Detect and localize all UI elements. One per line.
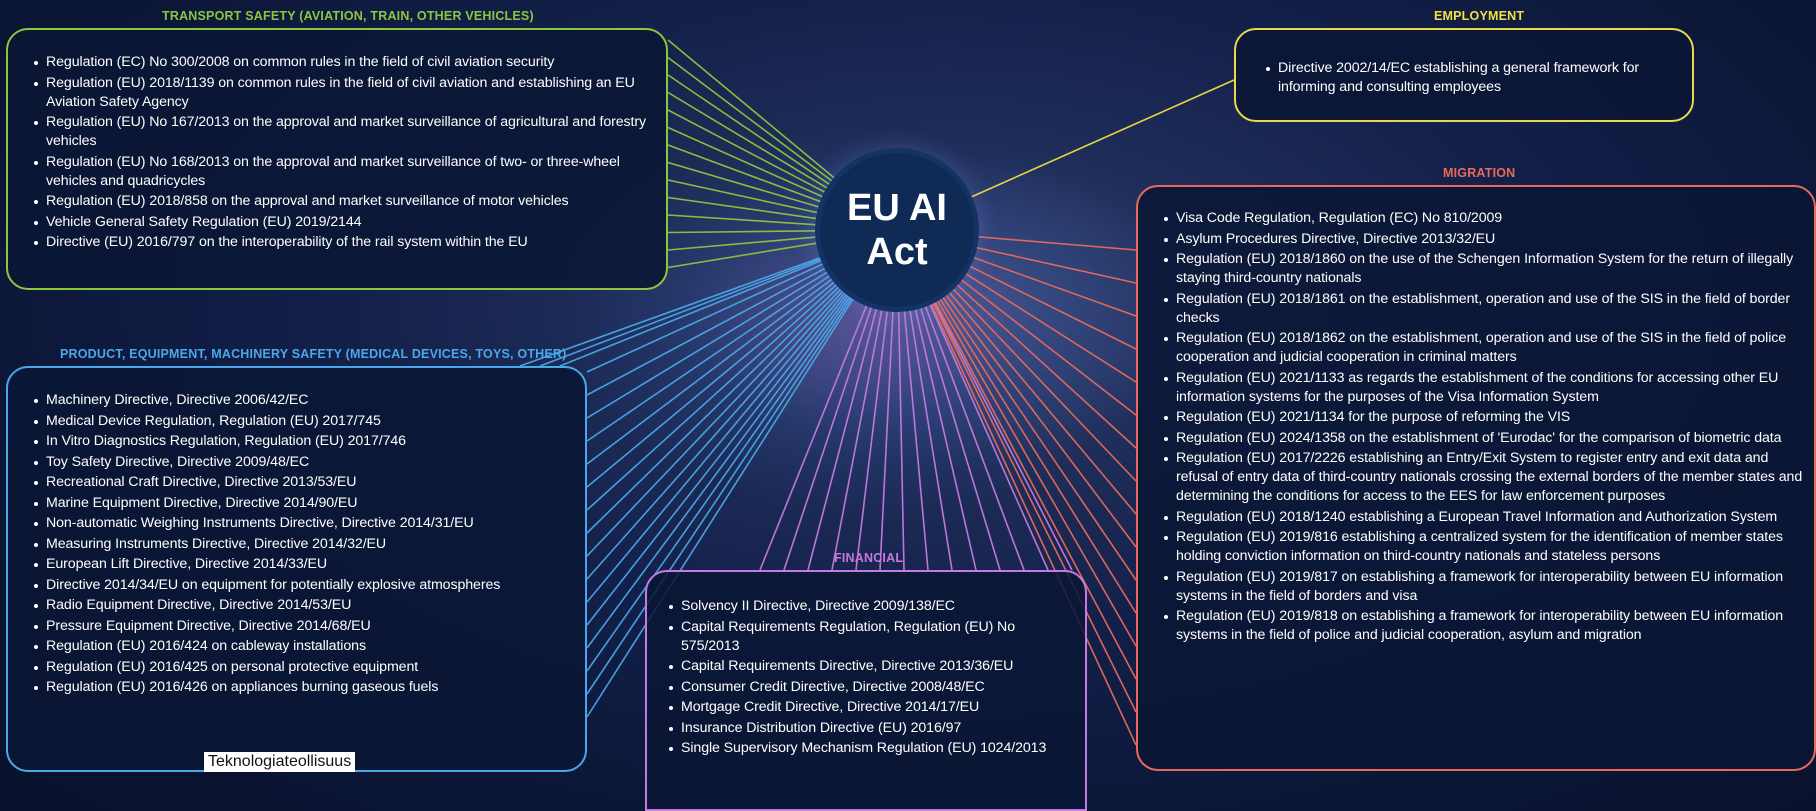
list-item: Single Supervisory Mechanism Regulation … xyxy=(667,739,1075,758)
transport-heading: TRANSPORT SAFETY (AVIATION, TRAIN, OTHER… xyxy=(162,9,534,23)
list-item: Toy Safety Directive, Directive 2009/48/… xyxy=(32,453,575,472)
list-item: Regulation (EU) 2019/818 on establishing… xyxy=(1162,607,1806,645)
list-item: Directive (EU) 2016/797 on the interoper… xyxy=(32,233,654,252)
list-item: Medical Device Regulation, Regulation (E… xyxy=(32,412,575,431)
list-item: Directive 2014/34/EU on equipment for po… xyxy=(32,576,575,595)
list-item: Regulation (EU) 2018/858 on the approval… xyxy=(32,192,654,211)
list-item: Regulation (EU) 2018/1861 on the establi… xyxy=(1162,290,1806,328)
employment-list: Directive 2002/14/EC establishing a gene… xyxy=(1264,59,1674,97)
list-item: Regulation (EU) No 168/2013 on the appro… xyxy=(32,153,654,191)
employment-heading: EMPLOYMENT xyxy=(1434,9,1525,23)
employment-box: Directive 2002/14/EC establishing a gene… xyxy=(1234,28,1694,122)
product-box: Machinery Directive, Directive 2006/42/E… xyxy=(6,366,587,772)
transport-list: Regulation (EC) No 300/2008 on common ru… xyxy=(32,53,654,252)
list-item: Machinery Directive, Directive 2006/42/E… xyxy=(32,391,575,410)
eu-ai-act-hub: EU AI Act xyxy=(820,153,974,307)
transport-box: Regulation (EC) No 300/2008 on common ru… xyxy=(6,28,668,290)
list-item: Recreational Craft Directive, Directive … xyxy=(32,473,575,492)
product-connector xyxy=(586,229,898,649)
list-item: Mortgage Credit Directive, Directive 201… xyxy=(667,698,1075,717)
image-credit: Teknologiateollisuus xyxy=(204,752,356,772)
product-connector xyxy=(586,229,898,718)
financial-box: Solvency II Directive, Directive 2009/13… xyxy=(645,570,1087,811)
list-item: Vehicle General Safety Regulation (EU) 2… xyxy=(32,213,654,232)
list-item: Measuring Instruments Directive, Directi… xyxy=(32,535,575,554)
list-item: Regulation (EU) 2016/426 on appliances b… xyxy=(32,678,575,697)
financial-list: Solvency II Directive, Directive 2009/13… xyxy=(667,597,1075,758)
list-item: Regulation (EU) 2021/1134 for the purpos… xyxy=(1162,408,1806,427)
list-item: Regulation (EU) 2019/817 on establishing… xyxy=(1162,568,1806,606)
list-item: Regulation (EU) 2018/1860 on the use of … xyxy=(1162,250,1806,288)
list-item: Asylum Procedures Directive, Directive 2… xyxy=(1162,230,1806,249)
list-item: Pressure Equipment Directive, Directive … xyxy=(32,617,575,636)
list-item: Regulation (EU) No 167/2013 on the appro… xyxy=(32,113,654,151)
list-item: Regulation (EU) 2021/1133 as regards the… xyxy=(1162,369,1806,407)
product-connector xyxy=(586,229,898,626)
list-item: Regulation (EU) 2018/1862 on the establi… xyxy=(1162,329,1806,367)
hub-title: EU AI Act xyxy=(847,187,947,273)
list-item: In Vitro Diagnostics Regulation, Regulat… xyxy=(32,432,575,451)
list-item: Regulation (EU) 2016/425 on personal pro… xyxy=(32,658,575,677)
list-item: Regulation (EU) 2019/816 establishing a … xyxy=(1162,528,1806,566)
list-item: Marine Equipment Directive, Directive 20… xyxy=(32,494,575,513)
list-item: Directive 2002/14/EC establishing a gene… xyxy=(1264,59,1674,97)
product-connector xyxy=(586,229,898,695)
financial-heading: FINANCIAL xyxy=(834,551,904,565)
list-item: Regulation (EC) No 300/2008 on common ru… xyxy=(32,53,654,72)
list-item: Regulation (EU) 2016/424 on cableway ins… xyxy=(32,637,575,656)
list-item: Insurance Distribution Directive (EU) 20… xyxy=(667,719,1075,738)
list-item: Capital Requirements Directive, Directiv… xyxy=(667,657,1075,676)
list-item: Regulation (EU) 2018/1240 establishing a… xyxy=(1162,508,1806,527)
list-item: Consumer Credit Directive, Directive 200… xyxy=(667,678,1075,697)
migration-connector xyxy=(896,229,1137,647)
list-item: Visa Code Regulation, Regulation (EC) No… xyxy=(1162,209,1806,228)
migration-heading: MIGRATION xyxy=(1443,166,1516,180)
product-connector xyxy=(586,229,898,603)
migration-connector xyxy=(896,229,1137,746)
list-item: Capital Requirements Regulation, Regulat… xyxy=(667,618,1075,656)
list-item: Non-automatic Weighing Instruments Direc… xyxy=(32,514,575,533)
migration-connector xyxy=(896,229,1137,680)
list-item: Regulation (EU) 2017/2226 establishing a… xyxy=(1162,449,1806,506)
product-connector xyxy=(586,229,898,580)
list-item: Radio Equipment Directive, Directive 201… xyxy=(32,596,575,615)
product-connector xyxy=(586,229,898,672)
list-item: European Lift Directive, Directive 2014/… xyxy=(32,555,575,574)
list-item: Regulation (EU) 2024/1358 on the establi… xyxy=(1162,429,1806,448)
product-heading: PRODUCT, EQUIPMENT, MACHINERY SAFETY (ME… xyxy=(60,347,567,361)
migration-connector xyxy=(896,229,1137,713)
migration-box: Visa Code Regulation, Regulation (EC) No… xyxy=(1136,185,1816,771)
product-list: Machinery Directive, Directive 2006/42/E… xyxy=(32,391,575,697)
list-item: Solvency II Directive, Directive 2009/13… xyxy=(667,597,1075,616)
migration-list: Visa Code Regulation, Regulation (EC) No… xyxy=(1162,209,1806,645)
list-item: Regulation (EU) 2018/1139 on common rule… xyxy=(32,74,654,112)
